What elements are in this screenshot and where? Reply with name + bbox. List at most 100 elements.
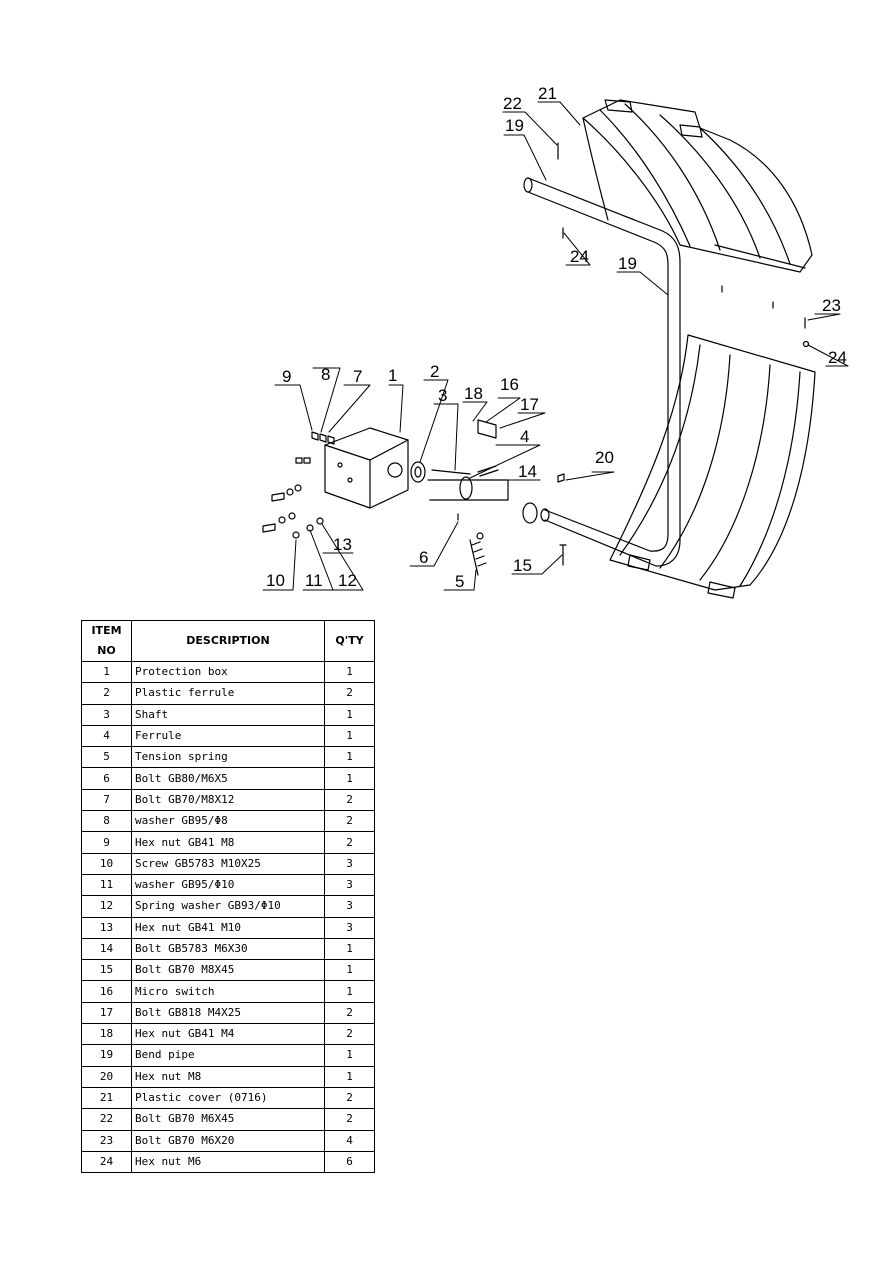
item-no-cell: 15: [81, 959, 132, 982]
description-cell: washer GB95/Φ8: [131, 810, 325, 833]
quantity-cell: 2: [324, 1086, 375, 1110]
shaft-assembly: [410, 461, 538, 576]
description-cell: Spring washer GB93/Φ10: [131, 895, 325, 918]
callout-22: 22: [503, 94, 522, 113]
callout-6: 6: [419, 548, 428, 567]
description-cell: Hex nut GB41 M8: [131, 831, 325, 854]
fasteners: [262, 142, 810, 566]
item-no-cell: 8: [81, 810, 132, 833]
callout-19-top: 19: [505, 116, 524, 135]
item-no-cell: 5: [81, 746, 132, 769]
callout-3: 3: [438, 386, 447, 405]
item-no-cell: 12: [81, 895, 132, 918]
item-no-cell: 23: [81, 1129, 132, 1152]
quantity-cell: 3: [324, 852, 375, 875]
callout-10: 10: [266, 571, 285, 590]
quantity-cell: 1: [324, 959, 375, 982]
quantity-cell: 1: [324, 1044, 375, 1067]
callout-19-side: 19: [618, 254, 637, 273]
callout-5: 5: [455, 572, 464, 591]
description-cell: washer GB95/Φ10: [131, 873, 325, 897]
leader-lines: [262, 101, 849, 591]
item-no-cell: 1: [81, 660, 132, 684]
item-no-cell: 9: [81, 831, 132, 854]
callout-7: 7: [353, 367, 362, 386]
quantity-cell: 2: [324, 1023, 375, 1046]
item-no-cell: 4: [81, 724, 132, 748]
header-qty: Q'TY: [324, 620, 375, 662]
callout-15: 15: [513, 556, 532, 575]
bend-pipe: [523, 177, 681, 567]
item-no-cell: 3: [81, 703, 132, 726]
description-cell: Bolt GB818 M4X25: [131, 1001, 325, 1025]
description-cell: Micro switch: [131, 980, 325, 1003]
header-item-no: ITEM NO: [81, 620, 132, 662]
callout-23: 23: [822, 296, 841, 315]
item-no-cell: 6: [81, 767, 132, 790]
description-cell: Bolt GB70 M8X45: [131, 959, 325, 982]
quantity-cell: 1: [324, 1065, 375, 1088]
upper-plastic-cover: [582, 99, 813, 273]
description-cell: Ferrule: [131, 724, 325, 748]
quantity-cell: 2: [324, 831, 375, 854]
callout-17: 17: [520, 395, 539, 414]
callout-21: 21: [538, 84, 557, 103]
quantity-cell: 3: [324, 873, 375, 897]
item-no-cell: 21: [81, 1086, 132, 1110]
description-cell: Bolt GB5783 M6X30: [131, 937, 325, 961]
quantity-cell: 1: [324, 724, 375, 748]
lower-plastic-cover: [609, 334, 816, 599]
callout-4: 4: [520, 427, 529, 446]
description-cell: Tension spring: [131, 746, 325, 769]
item-no-cell: 16: [81, 980, 132, 1003]
item-no-cell: 22: [81, 1108, 132, 1131]
description-cell: Shaft: [131, 703, 325, 726]
quantity-cell: 1: [324, 746, 375, 769]
callout-labels: 1 2 3 4 5 6 7 8 9 10 11 12 13 14 15 16 1…: [266, 84, 847, 591]
quantity-cell: 3: [324, 895, 375, 918]
quantity-cell: 2: [324, 810, 375, 833]
item-no-cell: 14: [81, 937, 132, 961]
callout-20: 20: [595, 448, 614, 467]
description-cell: Screw GB5783 M10X25: [131, 852, 325, 875]
callout-24-right: 24: [828, 348, 847, 367]
callout-2: 2: [430, 362, 439, 381]
description-cell: Hex nut GB41 M4: [131, 1023, 325, 1046]
callout-24-top: 24: [570, 247, 589, 266]
header-description: DESCRIPTION: [131, 620, 325, 662]
description-cell: Bend pipe: [131, 1044, 325, 1067]
quantity-cell: 1: [324, 703, 375, 726]
micro-switch: [477, 419, 497, 439]
quantity-cell: 6: [324, 1150, 375, 1174]
description-cell: Bolt GB70 M6X20: [131, 1129, 325, 1152]
table-header-row: ITEM NO DESCRIPTION Q'TY: [81, 620, 375, 662]
description-cell: Protection box: [131, 660, 325, 684]
item-no-cell: 17: [81, 1001, 132, 1025]
item-no-cell: 10: [81, 852, 132, 875]
item-no-cell: 13: [81, 916, 132, 939]
description-cell: Bolt GB70/M8X12: [131, 788, 325, 812]
description-cell: Hex nut GB41 M10: [131, 916, 325, 939]
quantity-cell: 1: [324, 980, 375, 1003]
callout-9: 9: [282, 367, 291, 386]
quantity-cell: 1: [324, 937, 375, 961]
callout-18: 18: [464, 384, 483, 403]
callout-16: 16: [500, 375, 519, 394]
